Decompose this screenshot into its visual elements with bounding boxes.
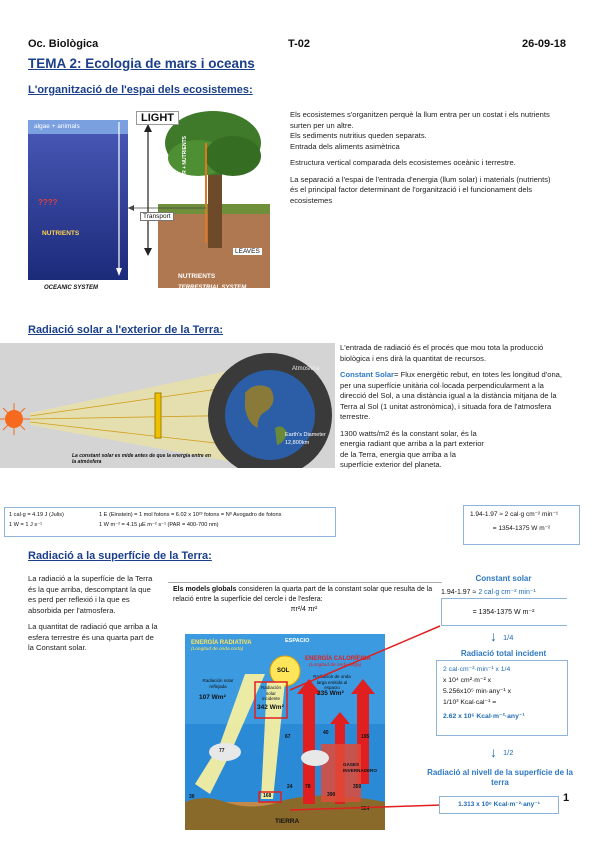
calorifica-sub: (Longitud de onda larga): [309, 663, 362, 668]
s1-p4: Estructura vertical comparada dels ecosi…: [290, 158, 516, 167]
gases-label: GASES INVERNADERO: [343, 762, 377, 773]
s1-p3: Entrada dels aliments asimètrica: [290, 141, 400, 151]
section2-heading: Radiació solar a l'exterior de la Terra:: [28, 324, 223, 336]
s2-p2: Constant Solar= Flux energètic rebut, en…: [340, 370, 572, 423]
energy-diagram: ENERGÍA RADIATIVA (Longitud de onda cort…: [185, 634, 385, 830]
v107: 107 Wm²: [199, 694, 226, 701]
flow-title: Constant solar: [475, 574, 532, 583]
emitida-label: Radiación de onda larga emitida al espac…: [313, 674, 351, 690]
constant-box: 1.94-1.97 ≈ 2 cal·g cm⁻² min⁻¹ = 1354-13…: [463, 505, 580, 545]
models-r1: 1.94-1.97 ≈ 2 cal·g cm⁻² min⁻¹: [441, 589, 536, 596]
light-label: LIGHT: [136, 111, 179, 125]
radiativa-sub: (Longitud de onda corta): [191, 647, 244, 652]
question-label: ????: [38, 198, 58, 207]
solar-figure: Atmosfera Earth's Diameter 12,800km La c…: [0, 343, 335, 477]
section2-text: L'entrada de radiació és el procés que m…: [340, 343, 572, 477]
units-r1: 1 E (Einstein) = 1 mol fotons = 6.02 x 1…: [99, 512, 282, 518]
s1-p5: La separació a l'espai de l'entrada d'en…: [290, 174, 551, 205]
radiativa-label: ENERGÍA RADIATIVA: [191, 640, 252, 646]
sol-label: SOL: [277, 668, 290, 674]
models-formula: πr²/4 πr²: [290, 606, 318, 613]
v324: 324: [361, 806, 370, 812]
s3-p1: La radiació a la superfície de la Terra …: [28, 574, 153, 615]
constant-box-l2: = 1354-1375 W m⁻²: [492, 525, 551, 532]
diagram-arrows: [289, 625, 443, 811]
section3-heading: Radiació a la superfície de la Terra:: [28, 550, 212, 562]
page-number: 1: [563, 792, 570, 804]
section1-heading: L'organització de l'espai dels ecosistem…: [28, 84, 253, 96]
units-l1: 1 cal·g = 4.19 J (Julis): [9, 512, 64, 518]
transport-label: Transport: [140, 212, 174, 221]
ecosystem-figure: LIGHT algae + animals ???? NUTRIENTS Tra…: [28, 108, 278, 298]
reflejada-label: Radiación solar reflejada: [202, 678, 234, 689]
oceanic-label: OCEANIC SYSTEM: [44, 285, 99, 291]
terrestrial-label: TERRESTRIAL SYSTEM: [178, 285, 247, 291]
v40: 40: [323, 730, 329, 736]
earth-diameter-label: Earth's Diameter: [285, 432, 326, 438]
flow-surface: Radiació al nivell de la superfície de l…: [427, 768, 573, 787]
flow-fraction-2: 1/2: [503, 748, 514, 757]
s2-p3: 1300 watts/m2 és la constant solar, és l…: [340, 428, 484, 470]
models-r2: = 1354-1375 W m⁻²: [472, 609, 535, 616]
solar-caption: La constant solar es mide antes de que l…: [72, 453, 211, 465]
flow-title-wrap: Constant solar: [441, 574, 566, 583]
section1-text: Els ecosistemes s'organitzen perquè la l…: [290, 110, 560, 212]
s3-p2: La quantitat de radiació que arriba a la…: [28, 622, 158, 652]
constant-solar-def: = Flux energètic rebut, en totes les lon…: [340, 370, 563, 421]
v78: 78: [305, 784, 311, 790]
final-box: 1.313 x 10⁶ Kcal·m⁻²·any⁻¹: [439, 796, 559, 814]
section3-text: La radiació a la superfície de la Terra …: [28, 574, 160, 660]
header-date: 26-09-18: [522, 38, 567, 50]
constant-box-l1: 1.94-1.97 ≈ 2 cal·g cm⁻² min⁻¹: [470, 511, 559, 518]
v30: 30: [189, 794, 195, 800]
v390: 390: [327, 792, 336, 798]
earth-km-label: 12,800km: [285, 440, 310, 446]
calc-result: 2.62 x 10⁶ Kcal·m⁻²·any⁻¹: [443, 713, 525, 720]
v24: 24: [287, 784, 293, 790]
v77: 77: [219, 748, 225, 754]
units-r2: 1 W m⁻² = 4.15 µE m⁻² s⁻¹ (PAR = 400-700…: [99, 522, 219, 528]
flow-fraction-1: 1/4: [503, 633, 514, 642]
espacio-label: ESPACIO: [285, 638, 310, 644]
models-text: Els models globals consideren la quarta …: [173, 585, 435, 615]
algae-label: algae + animals: [34, 123, 80, 130]
nutrients-ocean-label: NUTRIENTS: [42, 230, 80, 237]
models-values-frame: [441, 598, 567, 626]
s1-p2: Els sediments nutritius queden separats.: [290, 131, 427, 140]
tierra-label: TIERRA: [275, 818, 300, 825]
calorifica-label: ENERGÍA CALORÍFICA: [305, 656, 371, 662]
v350: 350: [353, 784, 362, 790]
v195: 195: [361, 734, 370, 740]
models-values: 1.94-1.97 ≈ 2 cal·g cm⁻² min⁻¹ = 1354-13…: [441, 588, 566, 618]
units-box: 1 cal·g = 4.19 J (Julis) 1 W = 1 J s⁻¹ 1…: [4, 507, 336, 537]
page-title: TEMA 2: Ecologia de mars i oceans: [28, 56, 255, 71]
v342: 342 Wm²: [257, 704, 284, 711]
v67: 67: [285, 734, 291, 740]
models-rest: consideren la quarta part de la constant…: [173, 586, 433, 603]
units-l2: 1 W = 1 J s⁻¹: [9, 522, 42, 528]
leaves-label: LEAVES: [233, 248, 262, 255]
calc-l4: 1/10³ Kcal·cal⁻¹ =: [443, 699, 497, 706]
v168: 168: [263, 793, 272, 799]
water-nutrients-label: WATER + NUTRIENTS: [182, 136, 188, 188]
header-code: T-02: [288, 38, 311, 50]
incidente-label: Radiación solar incidente: [260, 685, 281, 701]
calc-l2: x 10⁴ cm²·m⁻² x: [443, 677, 492, 684]
nutrients-ground-label: NUTRIENTS: [178, 273, 216, 280]
s1-p1: Els ecosistemes s'organitzen perquè la l…: [290, 110, 550, 130]
models-bold: Els models globals: [173, 586, 237, 593]
down-arrow-1: ↓: [490, 628, 497, 644]
constant-solar-label: Constant Solar: [340, 370, 395, 379]
down-arrow-2: ↓: [490, 744, 497, 760]
calc-box: 2 cal·cm⁻²·min⁻¹ x 1/4 x 10⁴ cm²·m⁻² x 5…: [436, 660, 568, 736]
header-subject: Oc. Biològica: [28, 38, 99, 50]
calc-l3: 5.256x10⁵ min·any⁻¹ x: [443, 688, 511, 695]
atmosfera-label: Atmosfera: [292, 366, 320, 372]
s2-p1: L'entrada de radiació és el procés que m…: [340, 343, 544, 363]
flow-total: Radiació total incident: [460, 649, 547, 658]
v235: 235 Wm²: [317, 690, 344, 697]
calc-l1: 2 cal·cm⁻²·min⁻¹ x 1/4: [443, 666, 511, 673]
models-rule: [168, 582, 442, 583]
